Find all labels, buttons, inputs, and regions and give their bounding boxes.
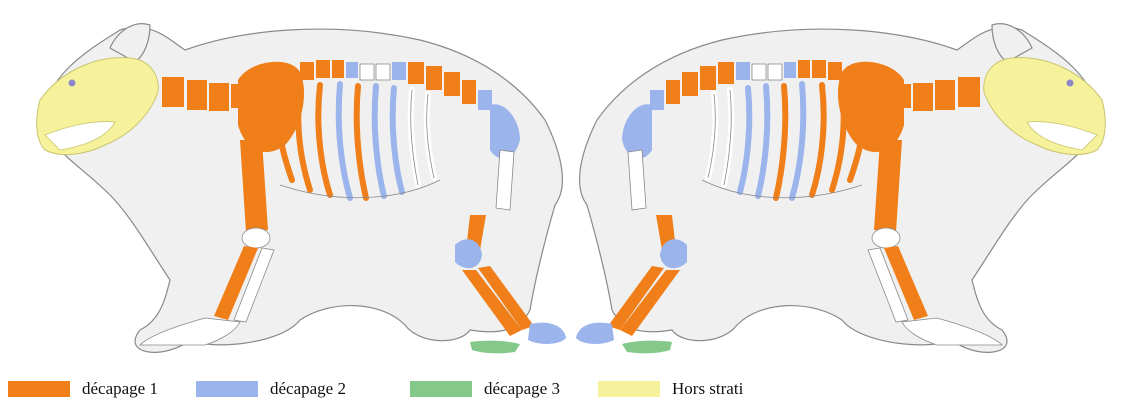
legend-swatch	[410, 381, 472, 397]
legend-item-hors-strati: Hors strati	[598, 378, 743, 400]
legend-swatch	[598, 381, 660, 397]
bear-skeleton-left	[37, 24, 566, 354]
legend-swatch	[8, 381, 70, 397]
legend-label: Hors strati	[672, 379, 743, 399]
bear-skeleton-figure	[0, 0, 1142, 372]
legend-swatch	[196, 381, 258, 397]
legend-item-decapage-1: décapage 1	[8, 378, 158, 400]
bear-skeleton-right	[576, 24, 1105, 354]
legend-item-decapage-2: décapage 2	[196, 378, 346, 400]
legend-label: décapage 1	[82, 379, 158, 399]
legend-item-decapage-3: décapage 3	[410, 378, 560, 400]
legend-label: décapage 3	[484, 379, 560, 399]
legend: décapage 1 décapage 2 décapage 3 Hors st…	[0, 372, 1142, 403]
legend-label: décapage 2	[270, 379, 346, 399]
